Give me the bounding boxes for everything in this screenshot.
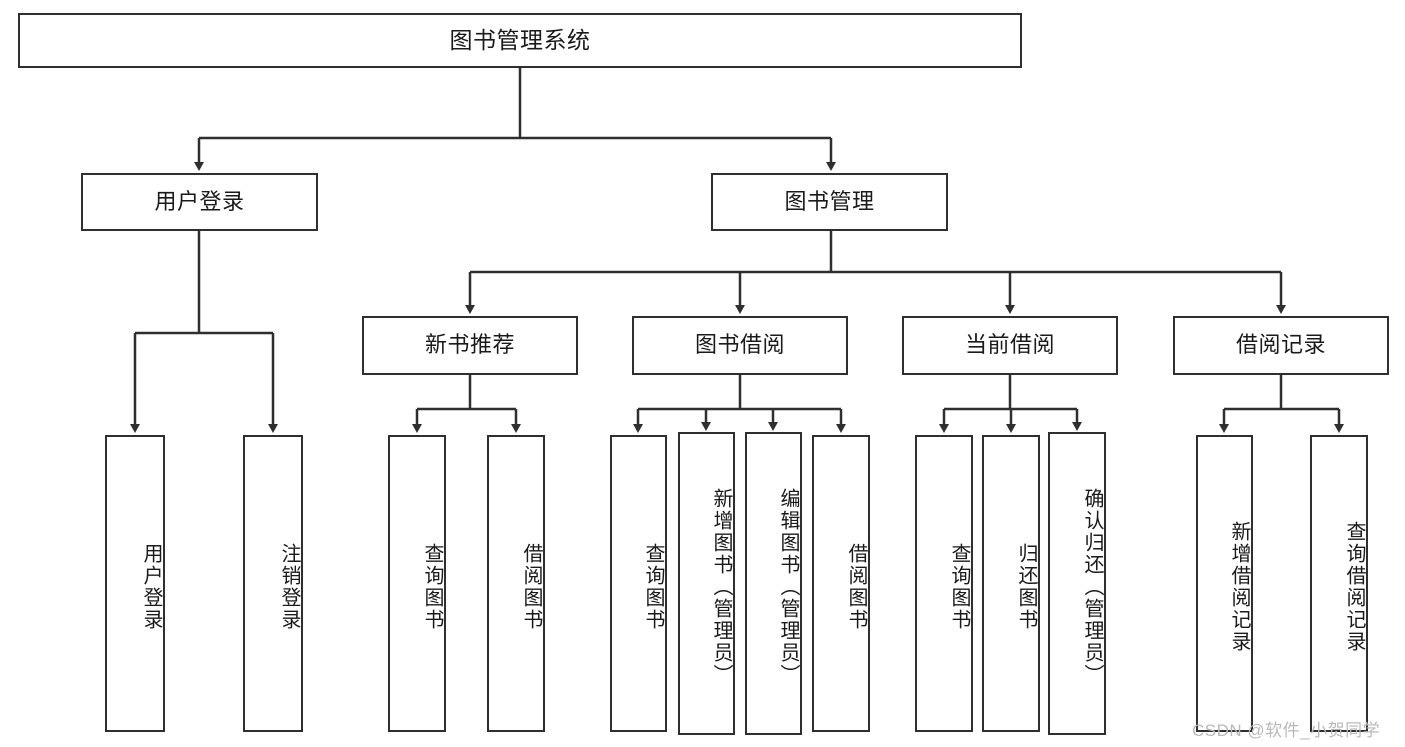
csdn-watermark: CSDN @软件_小贺同学 bbox=[1192, 721, 1381, 740]
node-current-borrow[interactable]: 当前借阅 bbox=[902, 316, 1118, 375]
leaf-return-book[interactable]: 归还图书 bbox=[982, 435, 1040, 732]
leaf-user-login[interactable]: 用户登录 bbox=[105, 435, 165, 732]
leaf-edit-book-admin[interactable]: 编辑图书（管理员） bbox=[745, 432, 802, 735]
leaf-user-logout[interactable]: 注销登录 bbox=[243, 435, 303, 732]
node-root[interactable]: 图书管理系统 bbox=[18, 13, 1022, 68]
node-book-borrow[interactable]: 图书借阅 bbox=[632, 316, 848, 375]
leaf-borrow-book-newbook[interactable]: 借阅图书 bbox=[487, 435, 545, 732]
leaf-lend-book[interactable]: 借阅图书 bbox=[812, 435, 870, 732]
leaf-confirm-return-admin[interactable]: 确认归还（管理员） bbox=[1048, 432, 1106, 735]
leaf-add-book-admin[interactable]: 新增图书（管理员） bbox=[678, 432, 735, 735]
node-book-management[interactable]: 图书管理 bbox=[711, 173, 948, 231]
leaf-add-borrow-record[interactable]: 新增借阅记录 bbox=[1196, 435, 1253, 732]
leaf-query-book-current[interactable]: 查询图书 bbox=[915, 435, 973, 732]
node-borrow-records[interactable]: 借阅记录 bbox=[1173, 316, 1389, 375]
node-new-book-recommend[interactable]: 新书推荐 bbox=[362, 316, 578, 375]
leaf-query-borrow-record[interactable]: 查询借阅记录 bbox=[1310, 435, 1368, 732]
leaf-query-book-borrow[interactable]: 查询图书 bbox=[610, 435, 667, 732]
leaf-query-book-newbook[interactable]: 查询图书 bbox=[388, 435, 446, 732]
node-user-login[interactable]: 用户登录 bbox=[81, 173, 318, 231]
